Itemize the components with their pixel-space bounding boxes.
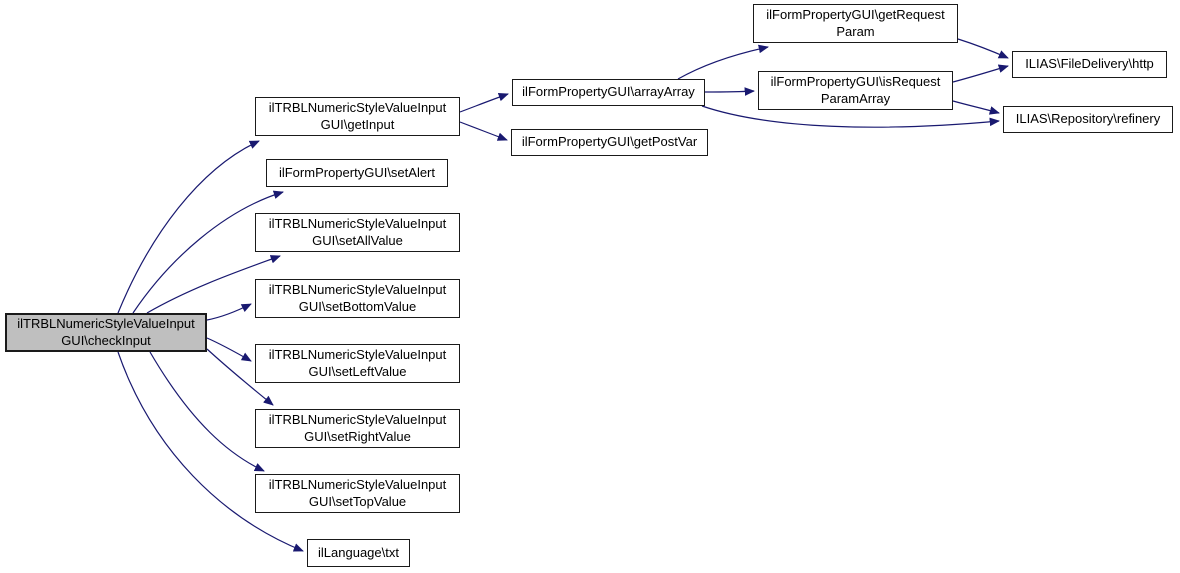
edge-arrayArray-to-isRequestParamArray [704,87,755,96]
graph-node-label: GUI\setBottomValue [298,298,417,314]
edge-checkInput-to-setLeftValue [206,337,252,362]
edge-isRequestParamArray-to-refinery [952,100,1000,115]
graph-node-label: ILIAS\Repository\refinery [1015,111,1161,127]
graph-node-label: ilTRBLNumericStyleValueInput [268,99,447,115]
edge-getInput-to-getPostVar [459,121,508,141]
graph-node-label: ParamArray [820,90,891,106]
graph-node-label: ilTRBLNumericStyleValueInput [17,315,195,331]
edge-checkInput-to-setAlert [132,190,284,314]
edge-arrayArray-to-refinery [701,105,1000,128]
edge-group [117,38,1009,552]
graph-node-label: Param [836,23,875,39]
edge-isRequestParamArray-to-http [952,64,1009,83]
edge-checkInput-to-setRightValue [206,348,274,406]
graph-node-label: ilFormPropertyGUI\isRequest [770,73,941,89]
graph-node-label: ilFormPropertyGUI\getPostVar [521,134,698,150]
graph-node-label: ilFormPropertyGUI\getRequest [766,6,945,22]
graph-node-txt[interactable]: ilLanguage\txt [307,539,410,567]
graph-node-label: ilTRBLNumericStyleValueInput [268,281,447,297]
graph-node-label: GUI\setRightValue [304,428,411,444]
graph-node-label: ilTRBLNumericStyleValueInput [268,411,447,427]
edge-checkInput-to-txt [117,351,304,552]
edge-getRequestParam-to-http [957,38,1009,59]
graph-node-label: ilTRBLNumericStyleValueInput [268,215,447,231]
edge-arrayArray-to-getRequestParam [677,44,769,80]
graph-node-label: ILIAS\FileDelivery\http [1025,56,1154,72]
graph-node-setAlert[interactable]: ilFormPropertyGUI\setAlert [266,159,448,187]
graph-node-label: ilTRBLNumericStyleValueInput [268,476,447,492]
edge-checkInput-to-setTopValue [149,351,265,472]
edge-checkInput-to-setAllValue [146,255,281,314]
graph-node-label: GUI\getInput [320,116,395,132]
graph-node-http[interactable]: ILIAS\FileDelivery\http [1012,51,1167,78]
graph-node-label: ilFormPropertyGUI\arrayArray [522,84,695,100]
graph-node-label: GUI\setAllValue [312,232,403,248]
edge-checkInput-to-getInput [117,140,260,314]
graph-node-label: GUI\setTopValue [308,493,407,509]
graph-node-refinery[interactable]: ILIAS\Repository\refinery [1003,106,1173,133]
edge-checkInput-to-setBottomValue [206,303,252,321]
graph-node-label: GUI\checkInput [61,332,151,348]
graph-node-label: ilTRBLNumericStyleValueInput [268,346,447,362]
graph-node-arrayArray[interactable]: ilFormPropertyGUI\arrayArray [512,79,705,106]
graph-node-getPostVar[interactable]: ilFormPropertyGUI\getPostVar [511,129,708,156]
graph-node-label: ilLanguage\txt [318,544,399,560]
graph-node-label: ilFormPropertyGUI\setAlert [278,164,436,180]
edge-getInput-to-arrayArray [459,93,509,113]
graph-node-label: GUI\setLeftValue [308,363,407,379]
